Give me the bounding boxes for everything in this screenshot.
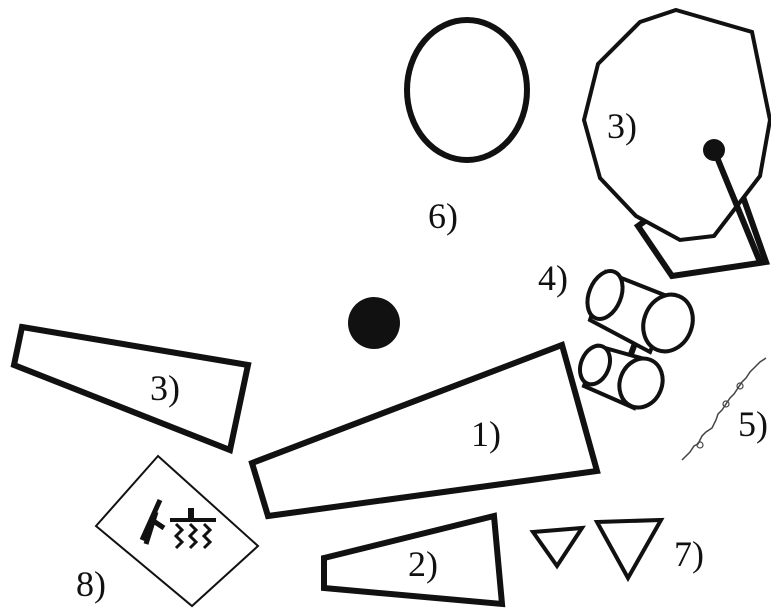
scribble-label: 5)	[738, 404, 768, 444]
triangles-label: 7)	[674, 534, 704, 574]
scribble-node	[722, 400, 730, 408]
wedge-large-label: 1)	[471, 414, 501, 454]
glyph-card-label: 8)	[76, 564, 106, 604]
wheel-rim	[581, 7, 771, 243]
solid-dot	[348, 297, 400, 349]
glyph-zigzag	[173, 522, 213, 550]
ring-shape	[404, 17, 530, 163]
wheel-hub	[703, 139, 725, 161]
glyph-card-figure: 8)	[76, 454, 260, 608]
wedge-left-shape	[10, 323, 252, 455]
wheel-label: 3)	[607, 106, 637, 146]
glyph-stroke	[139, 498, 166, 545]
ring-label: 6)	[428, 196, 458, 236]
triangle-large	[593, 517, 665, 583]
cylinder-upper-end-front	[641, 292, 695, 354]
scribble-node	[696, 441, 704, 449]
wheel-figure: 3)	[581, 7, 771, 280]
cylinders-label: 4)	[538, 258, 568, 298]
scribble-node	[736, 382, 744, 390]
wheel-axle	[711, 148, 763, 264]
cylinder-lower-end-front	[617, 356, 665, 410]
wedge-small-shape	[321, 512, 506, 608]
wedge-large-shape	[248, 341, 601, 520]
wedge-small-label: 2)	[408, 544, 438, 584]
cylinder-upper-end-back	[585, 269, 625, 321]
glyph-post	[188, 508, 194, 522]
glyph-card-border	[94, 454, 260, 608]
scribble-figure: 5)	[681, 357, 768, 461]
triangle-small	[529, 525, 586, 570]
cylinder-lower-end-back	[578, 343, 612, 387]
cylinders-figure: 4)	[538, 258, 695, 411]
wedge-left-label: 3)	[150, 368, 180, 408]
